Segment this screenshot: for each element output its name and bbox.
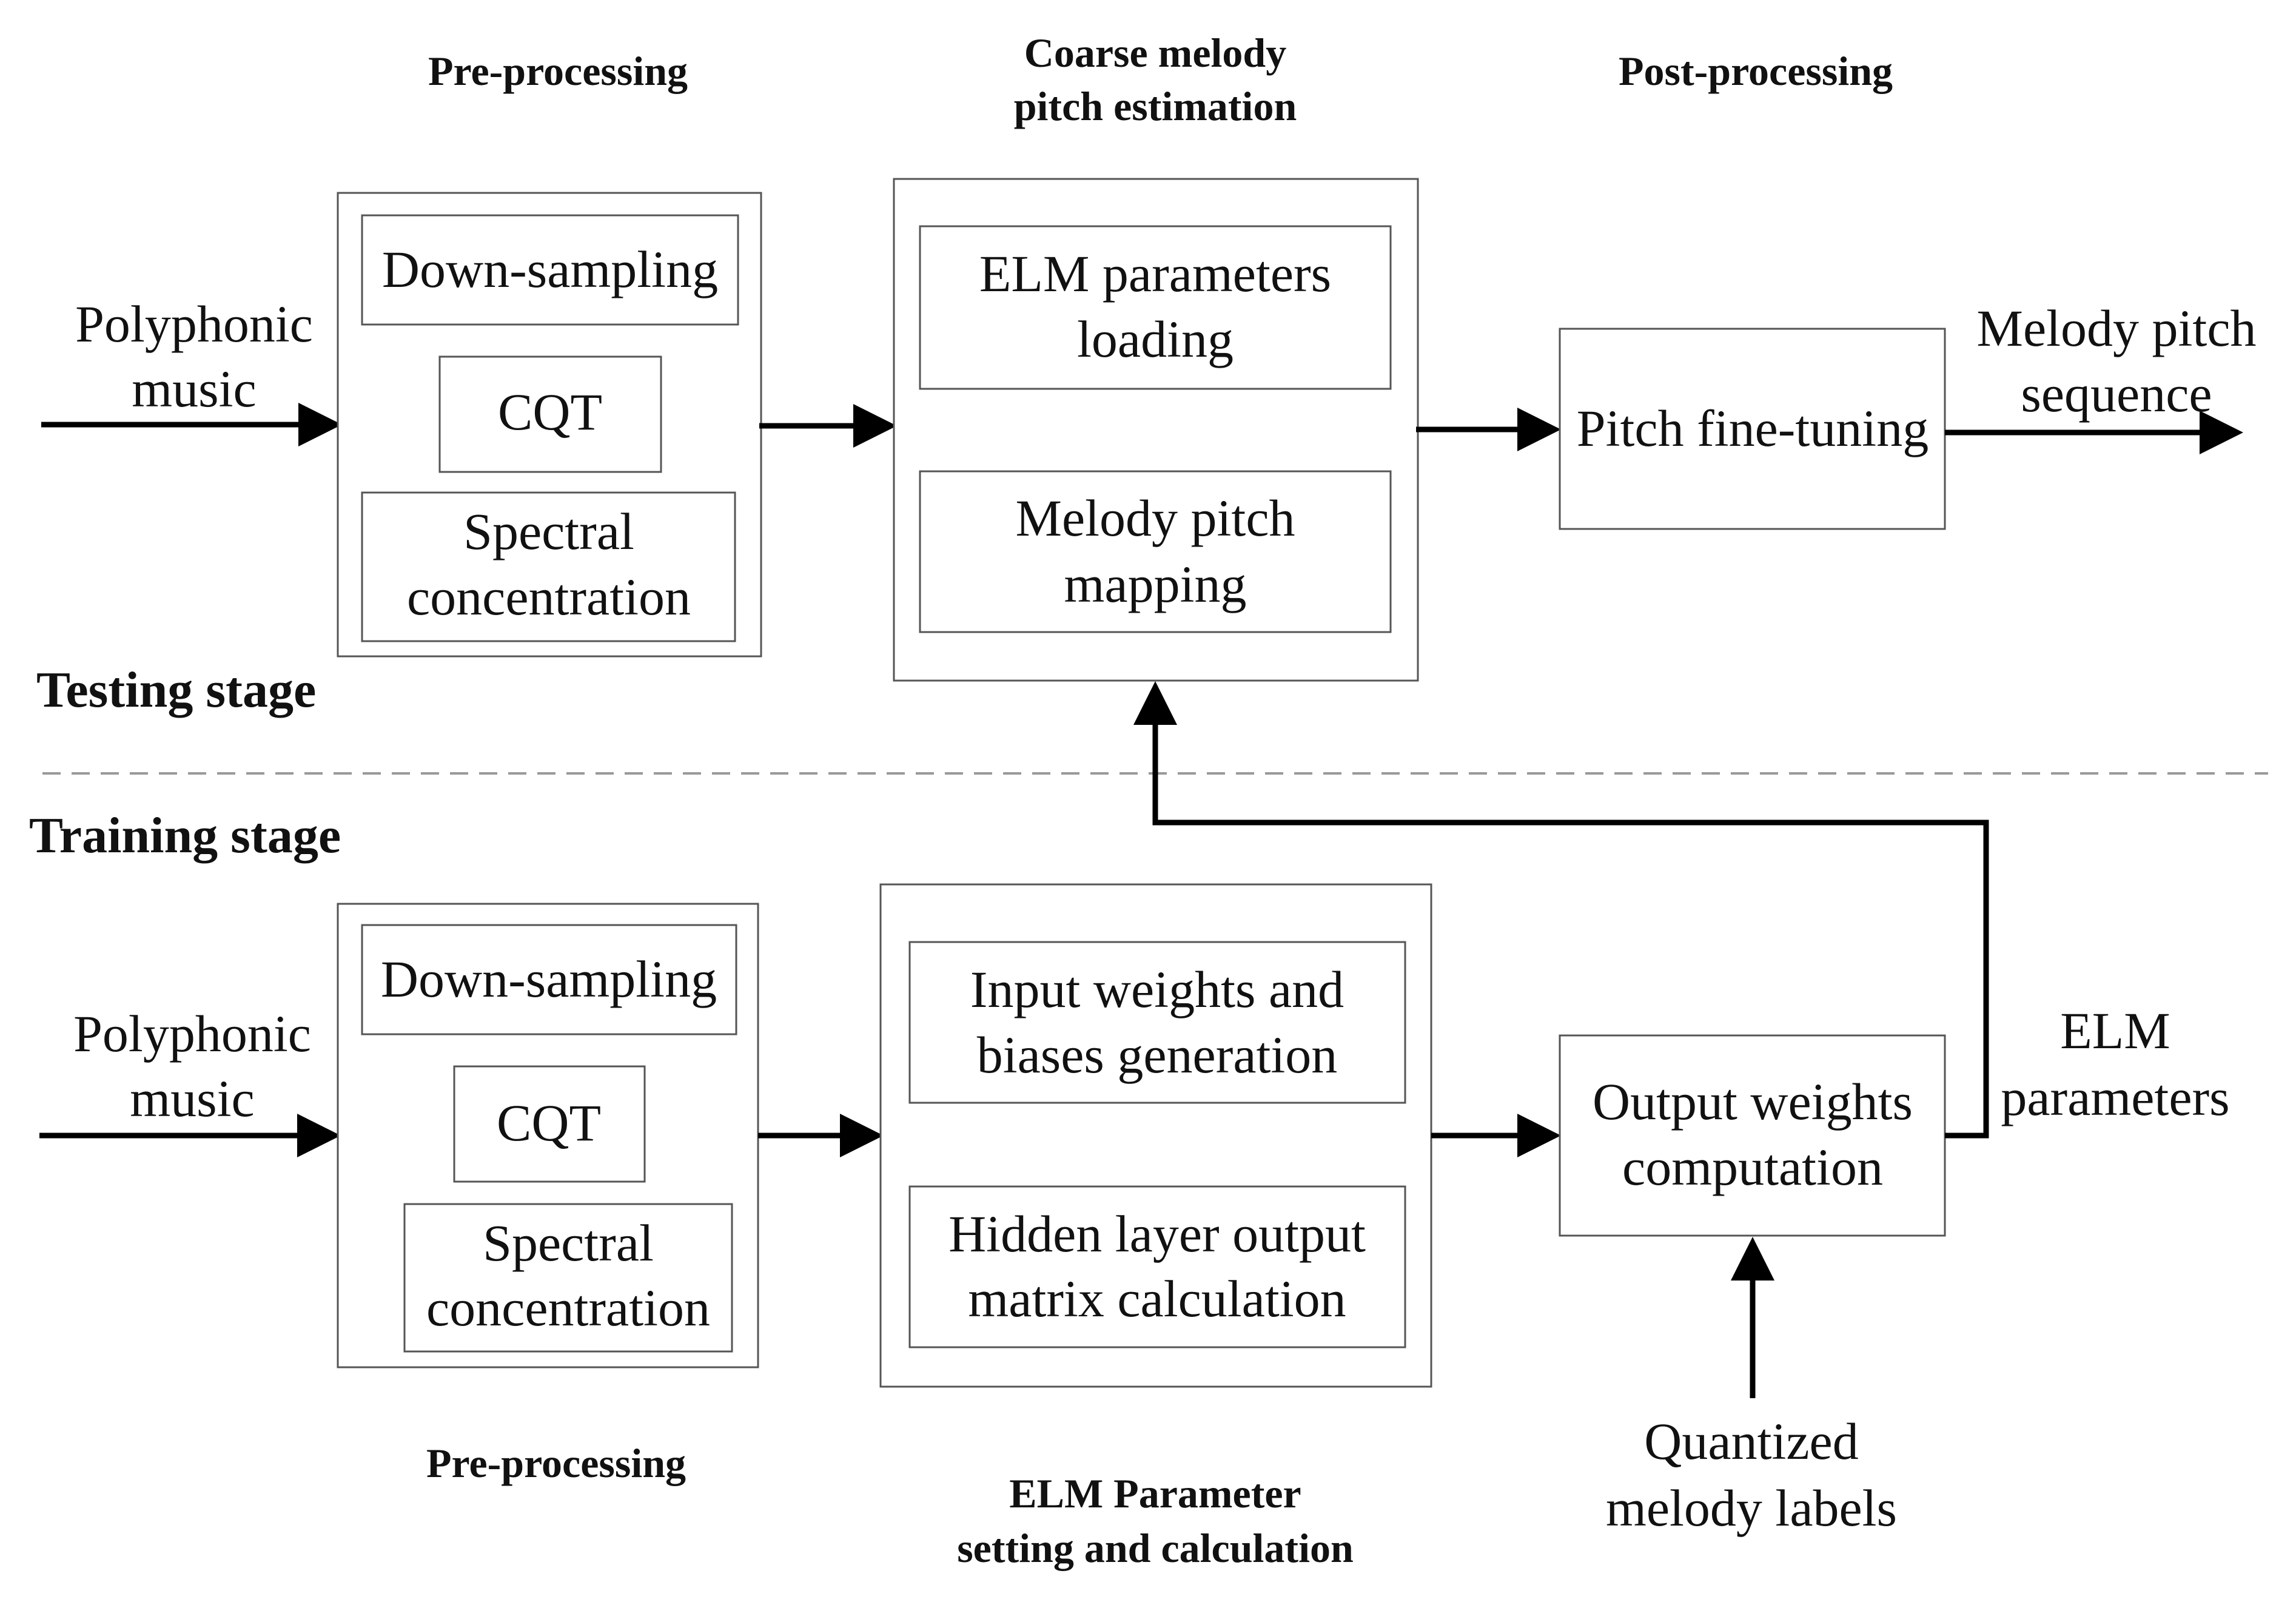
training-input-line1: Polyphonic <box>73 1005 311 1063</box>
input-weights-box <box>908 941 1406 1104</box>
header-elm-param-line1: ELM Parameter <box>1009 1470 1301 1516</box>
testing-cqt-label: CQT <box>498 383 602 441</box>
header-elm-param-line2: setting and calculation <box>957 1525 1354 1571</box>
pitch-mapping-box <box>919 470 1392 633</box>
training-cqt-box <box>453 1065 646 1183</box>
header-postprocessing: Post-processing <box>1619 48 1893 94</box>
testing-spectral-box <box>361 491 736 642</box>
output-label-line2: sequence <box>2021 365 2212 423</box>
input-weights-line1: Input weights and <box>970 960 1344 1018</box>
testing-downsampling-box <box>361 214 739 326</box>
training-downsampling-box <box>361 924 737 1035</box>
output-label-line1: Melody pitch <box>1977 299 2257 357</box>
output-weights-line1: Output weights <box>1593 1072 1913 1131</box>
elm-loading-line1: ELM parameters <box>979 244 1331 303</box>
testing-spectral-line1: Spectral <box>463 502 634 560</box>
training-cqt-label: CQT <box>497 1094 601 1152</box>
input-weights-line2: biases generation <box>977 1026 1338 1084</box>
labels-line2: melody labels <box>1606 1479 1897 1537</box>
header-testing-preprocessing: Pre-processing <box>428 48 688 94</box>
training-downsampling-label: Down-sampling <box>381 950 717 1008</box>
output-weights-box <box>1559 1034 1946 1237</box>
elm-loading-line2: loading <box>1077 310 1234 368</box>
testing-downsampling-label: Down-sampling <box>382 240 718 298</box>
hidden-layer-line1: Hidden layer output <box>948 1205 1366 1263</box>
output-weights-line2: computation <box>1622 1138 1883 1196</box>
training-input-line2: music <box>130 1069 254 1128</box>
training-spectral-box <box>403 1203 733 1353</box>
training-stage-label: Training stage <box>29 807 341 864</box>
pitch-finetune-label: Pitch fine-tuning <box>1577 399 1928 457</box>
pitch-mapping-line1: Melody pitch <box>1016 489 1295 547</box>
testing-cqt-box <box>438 355 662 473</box>
hidden-layer-box <box>908 1185 1406 1348</box>
training-spectral-line1: Spectral <box>483 1214 654 1272</box>
testing-spectral-line2: concentration <box>407 568 691 626</box>
testing-input-line1: Polyphonic <box>75 295 313 353</box>
elm-parameters-line1: ELM <box>2060 1001 2170 1060</box>
elm-parameters-line2: parameters <box>2001 1068 2229 1126</box>
pitch-mapping-line2: mapping <box>1064 555 1247 613</box>
pitch-finetune-box <box>1559 328 1946 530</box>
elm-loading-box <box>919 225 1392 390</box>
labels-line1: Quantized <box>1644 1412 1858 1470</box>
elm-parameters-feedback-arrow <box>1133 681 1989 1139</box>
hidden-layer-line2: matrix calculation <box>968 1270 1346 1328</box>
testing-input-line2: music <box>132 360 256 418</box>
training-spectral-line2: concentration <box>426 1279 710 1337</box>
header-training-preprocessing: Pre-processing <box>426 1440 686 1486</box>
header-coarse-line1: Coarse melody <box>1024 30 1286 76</box>
header-coarse-line2: pitch estimation <box>1014 83 1297 129</box>
testing-stage-label: Testing stage <box>36 662 316 718</box>
